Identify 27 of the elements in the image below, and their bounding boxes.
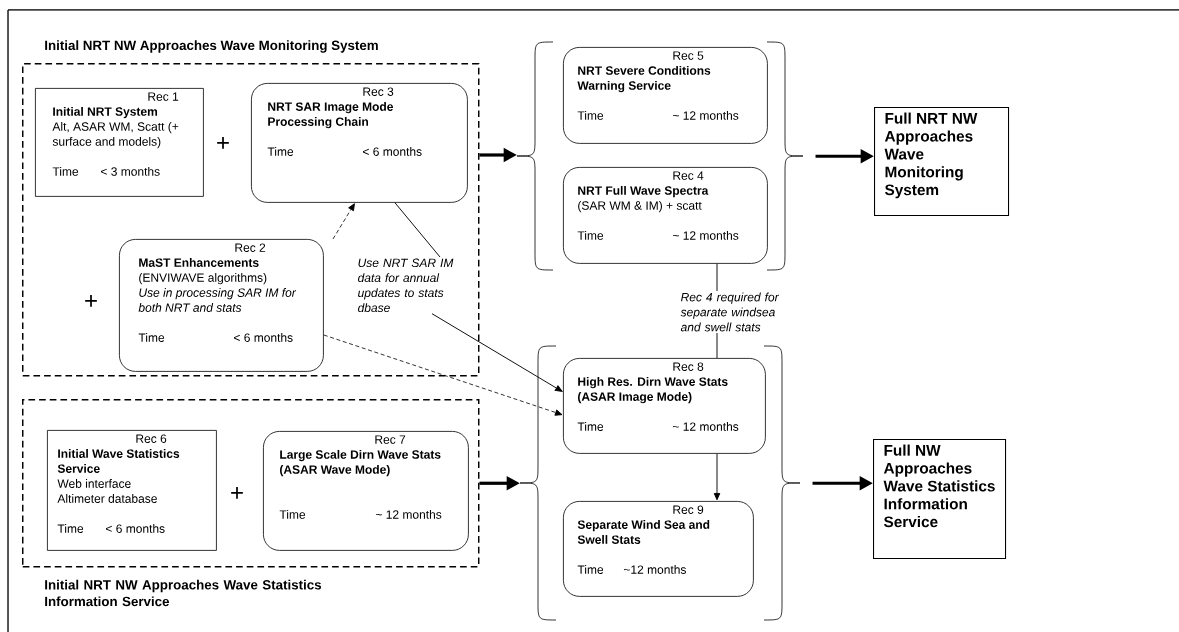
- result-box: Full NW Approaches Wave Statistics Information Service: [873, 439, 1007, 560]
- note-text: Rec 4 required for separate windsea and swell stats: [680, 292, 779, 332]
- leader-line: [716, 263, 718, 292]
- result-box: Full NRT NW Approaches Wave Monitoring System: [874, 107, 1010, 217]
- rec-box: Rec 1 Initial NRT System Alt, ASAR WM, Scatt (+ surface and models) Time < 3 months: [35, 88, 204, 197]
- rec-box: Rec 7 Large Scale Dirn Wave Stats (ASAR Wave Mode) Time ~ 12 months: [263, 431, 469, 551]
- plus-sign: +: [231, 487, 243, 499]
- dashed-arrow: [332, 203, 355, 240]
- node-label: Initial NRT NW Approaches Wave Monitoring System: [45, 40, 378, 53]
- node-label: Initial NRT NW Approaches Wave Statistics Information Service: [45, 579, 322, 607]
- plus-sign: +: [85, 295, 97, 307]
- brace-pair: [516, 41, 804, 271]
- arrow: [431, 313, 563, 392]
- note-text: Use NRT SAR IM data for annual updates to stats dbase: [358, 258, 454, 313]
- plus-sign: +: [217, 137, 229, 149]
- rec-box: Rec 4 NRT Full Wave Spectra (SAR WM & IM) + scatt Time ~ 12 months: [563, 167, 768, 264]
- rec-box: Rec 8 High Res. Dirn Wave Stats (ASAR Image Mode) Time ~ 12 months: [563, 358, 766, 454]
- leader-line: [716, 332, 718, 359]
- dashed-arrow: [323, 334, 563, 416]
- brace-pair: [519, 345, 801, 621]
- arrow: [713, 453, 721, 501]
- rec-box: Rec 3 NRT SAR Image Mode Processing Chain Time < 6 months: [251, 83, 468, 203]
- rec-box: Rec 5 NRT Severe Conditions Warning Service Time ~ 12 months: [563, 47, 768, 144]
- leader-line: [394, 202, 441, 258]
- rec-box: Rec 9 Separate Wind Sea and Swell Stats Time ~12 months: [563, 501, 754, 597]
- rec-box: Rec 6 Initial Wave Statistics Service Web interface Altimeter database Time < 6 months: [47, 430, 217, 551]
- rec-box: Rec 2 MaST Enhancements (ENVIWAVE algorithms) Use in processing SAR IM for both NRT and stats Time < 6 months: [119, 239, 324, 372]
